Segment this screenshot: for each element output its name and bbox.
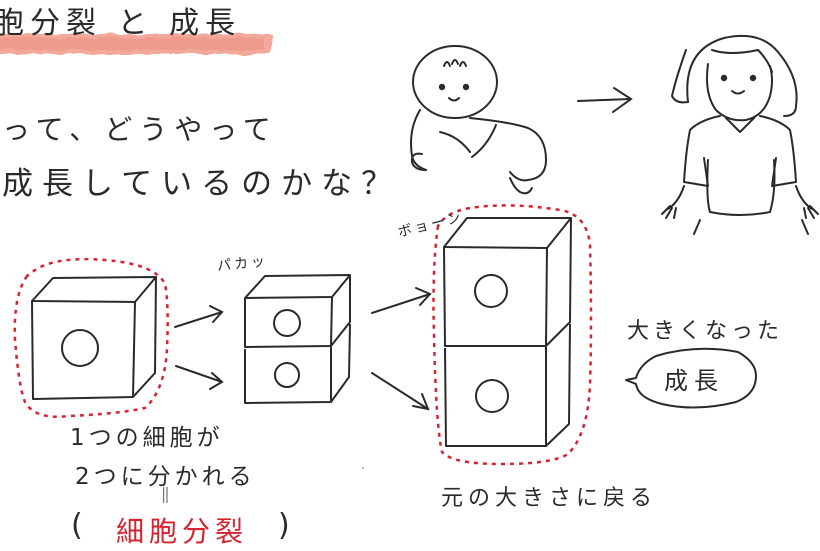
- grown-cells: [432, 204, 593, 466]
- paper-speck: [361, 466, 365, 470]
- growth-arrow: [577, 87, 633, 113]
- child-illustration: [661, 34, 819, 235]
- grow-arrows: [371, 287, 432, 411]
- divided-cells: [244, 274, 351, 404]
- question-line-1: って、どうやって: [2, 113, 278, 146]
- equals-mark: ||: [162, 484, 169, 503]
- split-arrows: [174, 305, 224, 390]
- growth-bubble-text: 成長: [664, 367, 724, 395]
- single-cell: [13, 257, 169, 418]
- split-caption-line-1: 1つの細胞が: [70, 425, 224, 451]
- split-caption-line-2: 2つに分かれる: [75, 464, 256, 490]
- paren-close: ): [278, 508, 290, 543]
- title-highlight: [0, 34, 272, 54]
- bigger-label: 大きくなった: [627, 319, 784, 344]
- page-title: 胞分裂 と 成長: [0, 6, 242, 41]
- cell-division-term: 細胞分裂: [116, 515, 249, 548]
- baby-illustration: [410, 45, 547, 195]
- restore-size-caption: 元の大きさに戻る: [441, 486, 658, 511]
- question-line-2: 成長しているのかな？: [2, 166, 402, 202]
- growth-bubble: [625, 347, 757, 409]
- paren-open: (: [71, 508, 83, 543]
